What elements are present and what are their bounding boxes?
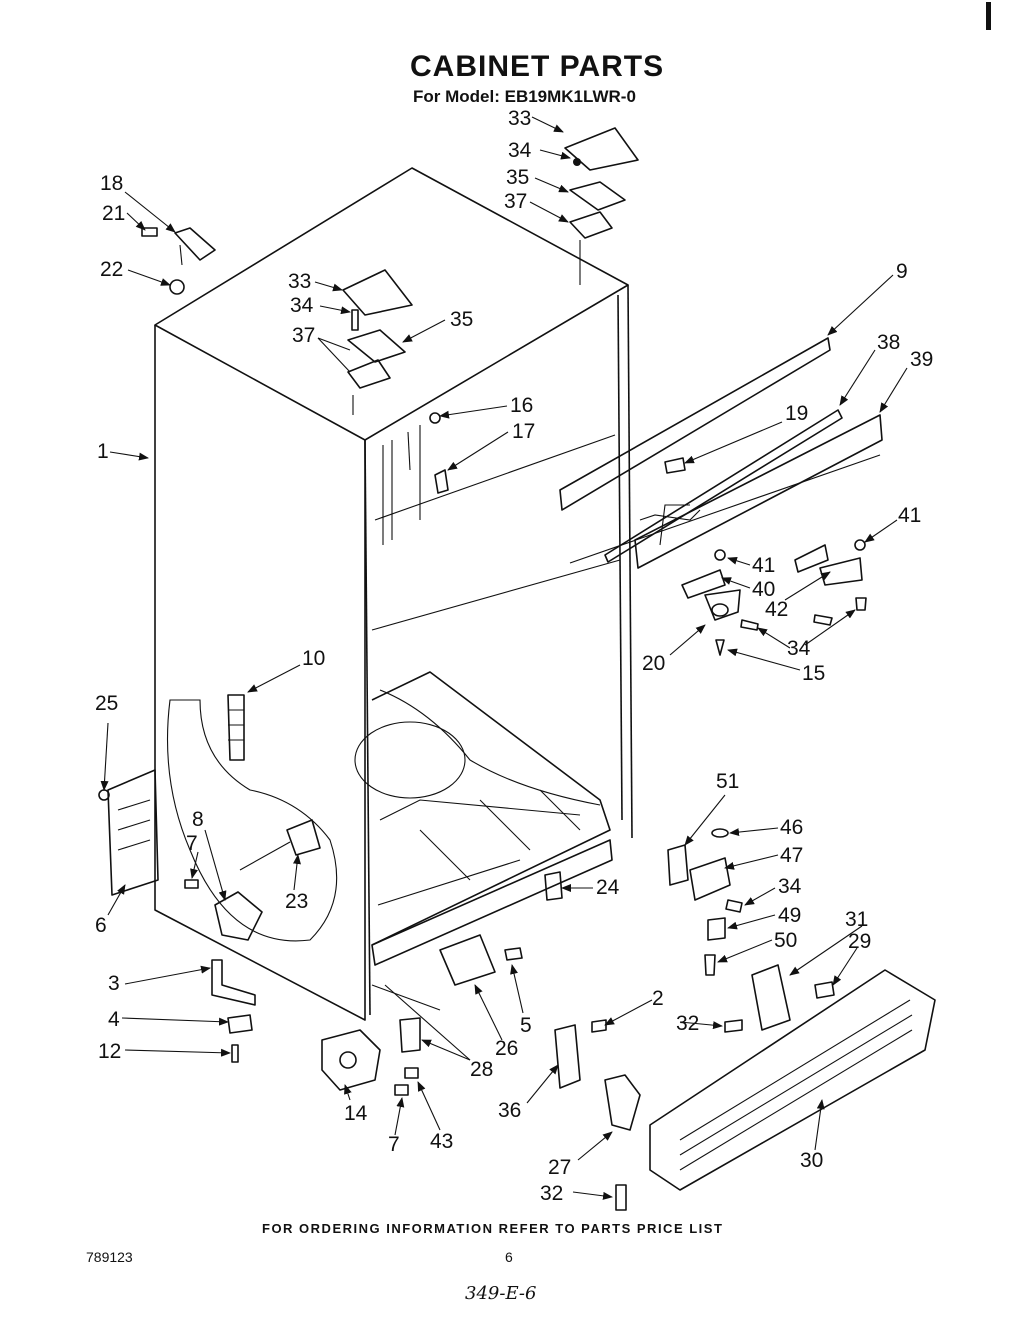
scan-edge-mark (986, 2, 991, 30)
callout-34: 34 (508, 139, 532, 162)
callout-42: 42 (765, 598, 788, 621)
door-rails (559, 337, 883, 569)
callout-29: 29 (848, 930, 871, 953)
small-fasteners-upper (429, 412, 686, 494)
lower-brackets (371, 934, 523, 1053)
callout-6: 6 (95, 914, 107, 937)
callout-20: 20 (642, 652, 665, 675)
callout-21: 21 (102, 202, 125, 225)
callout-labels: 33 34 35 37 18 21 22 33 34 35 37 9 38 39… (95, 107, 933, 1205)
center-hinge-assembly (681, 539, 867, 656)
callout-16: 16 (510, 394, 533, 417)
callout-30: 30 (800, 1149, 823, 1172)
callout-14: 14 (344, 1102, 368, 1125)
handwritten-note: 349-E-6 (465, 1283, 537, 1304)
callout-36: 36 (498, 1099, 521, 1122)
top-hinge-assembly-left (342, 269, 413, 415)
leader-lines (100, 116, 908, 1200)
top-hinge-assembly-right (564, 127, 639, 285)
callout-22: 22 (100, 258, 123, 281)
callout-38: 38 (877, 331, 900, 354)
bottom-hinge-left (321, 1029, 419, 1096)
callout-49: 49 (778, 904, 801, 927)
callout-47: 47 (780, 844, 803, 867)
callout-39: 39 (910, 348, 933, 371)
callout-41: 41 (898, 504, 921, 527)
callout-34: 34 (787, 637, 811, 660)
document-number: 789123 (86, 1249, 133, 1265)
callout-28: 28 (470, 1058, 493, 1081)
callout-41: 41 (752, 554, 775, 577)
callout-40: 40 (752, 578, 775, 601)
callout-5: 5 (520, 1014, 532, 1037)
callout-46: 46 (780, 816, 803, 839)
callout-34: 34 (778, 875, 802, 898)
page-number: 6 (505, 1249, 513, 1265)
callout-17: 17 (512, 420, 535, 443)
callout-19: 19 (785, 402, 808, 425)
page-title: CABINET PARTS (410, 50, 665, 83)
drain-tube (227, 694, 245, 761)
callout-15: 15 (802, 662, 825, 685)
callout-32: 32 (676, 1012, 699, 1035)
callout-26: 26 (495, 1037, 518, 1060)
callout-23: 23 (285, 890, 308, 913)
callout-10: 10 (302, 647, 325, 670)
callout-37: 37 (292, 324, 315, 347)
callout-51: 51 (716, 770, 739, 793)
drain-pan-bracket (211, 959, 256, 1063)
callout-33: 33 (288, 270, 311, 293)
ordering-note: FOR ORDERING INFORMATION REFER TO PARTS … (262, 1221, 724, 1236)
compressor-wiring-area (98, 699, 338, 942)
callout-50: 50 (774, 929, 797, 952)
kickplate-mounting (554, 1019, 743, 1211)
model-subtitle: For Model: EB19MK1LWR-0 (413, 87, 636, 106)
callout-35: 35 (506, 166, 529, 189)
callout-7: 7 (388, 1133, 400, 1156)
hinge-pin-assembly (141, 227, 216, 295)
callout-1: 1 (97, 440, 109, 463)
right-lower-hinge (544, 828, 743, 976)
callout-2: 2 (652, 987, 664, 1010)
callout-9: 9 (896, 260, 908, 283)
callout-33: 33 (508, 107, 531, 130)
callout-31: 31 (845, 908, 868, 931)
callout-32: 32 (540, 1182, 563, 1205)
callout-43: 43 (430, 1130, 453, 1153)
callout-8: 8 (192, 808, 204, 831)
callout-7: 7 (186, 832, 198, 855)
callout-12: 12 (98, 1040, 121, 1063)
callout-35: 35 (450, 308, 473, 331)
callout-3: 3 (108, 972, 120, 995)
callout-27: 27 (548, 1156, 571, 1179)
callout-4: 4 (108, 1008, 120, 1031)
callout-18: 18 (100, 172, 123, 195)
callout-25: 25 (95, 692, 118, 715)
callout-24: 24 (596, 876, 620, 899)
callout-37: 37 (504, 190, 527, 213)
kickplate-grille (649, 964, 936, 1191)
cabinet-shell (154, 167, 633, 1021)
callout-34: 34 (290, 294, 314, 317)
